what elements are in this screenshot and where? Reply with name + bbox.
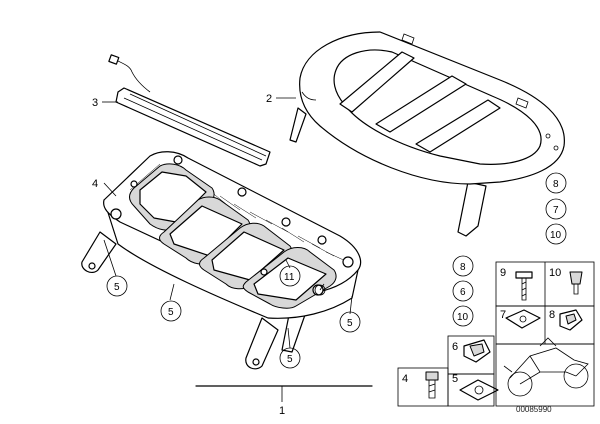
callout-circle-10a [545, 223, 567, 245]
box-label-8: 8 [549, 309, 555, 321]
callout-6a: 6 [460, 287, 466, 298]
callout-5a: 5 [114, 282, 120, 293]
box-label-10: 10 [549, 267, 561, 279]
leader-lines [102, 97, 373, 402]
callout-8b: 8 [460, 262, 466, 273]
callout-1: 1 [279, 405, 285, 417]
box-label-5: 5 [452, 373, 458, 385]
callout-circle-5d [279, 347, 301, 369]
callout-8a: 8 [553, 179, 559, 190]
callout-3: 3 [92, 97, 98, 109]
callout-5c: 5 [347, 318, 353, 329]
parts-box-frames [397, 261, 595, 407]
box-label-6: 6 [452, 341, 458, 353]
box-label-4: 4 [402, 373, 408, 385]
callout-circle-small [314, 284, 326, 296]
callouts: 2 3 4 5 5 5 5 11 8 7 10 8 6 10 9 10 7 8 … [92, 93, 567, 417]
callout-7a: 7 [553, 205, 559, 216]
callout-circle-5b [160, 300, 182, 322]
callout-circle-5a [106, 275, 128, 297]
callout-circle-11 [279, 265, 301, 287]
carrier-plate-part [81, 151, 362, 370]
callout-circle-6a [452, 280, 474, 302]
small-parts-group [425, 271, 583, 401]
box-label-7: 7 [500, 309, 506, 321]
callout-circle-8a [545, 172, 567, 194]
catalog-code: 00085990 [516, 405, 552, 414]
callout-5d: 5 [287, 354, 293, 365]
callout-circle-10b [452, 305, 474, 327]
callout-10b: 10 [457, 312, 469, 323]
callout-2: 2 [266, 93, 272, 105]
luggage-rack-part [289, 31, 565, 237]
light-strip-part [108, 54, 271, 167]
callout-circle-7a [545, 198, 567, 220]
callout-circle-5c [339, 311, 361, 333]
motorcycle-thumbnail [503, 337, 589, 397]
callout-10a: 10 [550, 230, 562, 241]
callout-11: 11 [284, 272, 295, 283]
callout-circle-8b [452, 255, 474, 277]
callout-5b: 5 [168, 307, 174, 318]
box-label-9: 9 [500, 267, 506, 279]
callout-4: 4 [92, 178, 98, 190]
